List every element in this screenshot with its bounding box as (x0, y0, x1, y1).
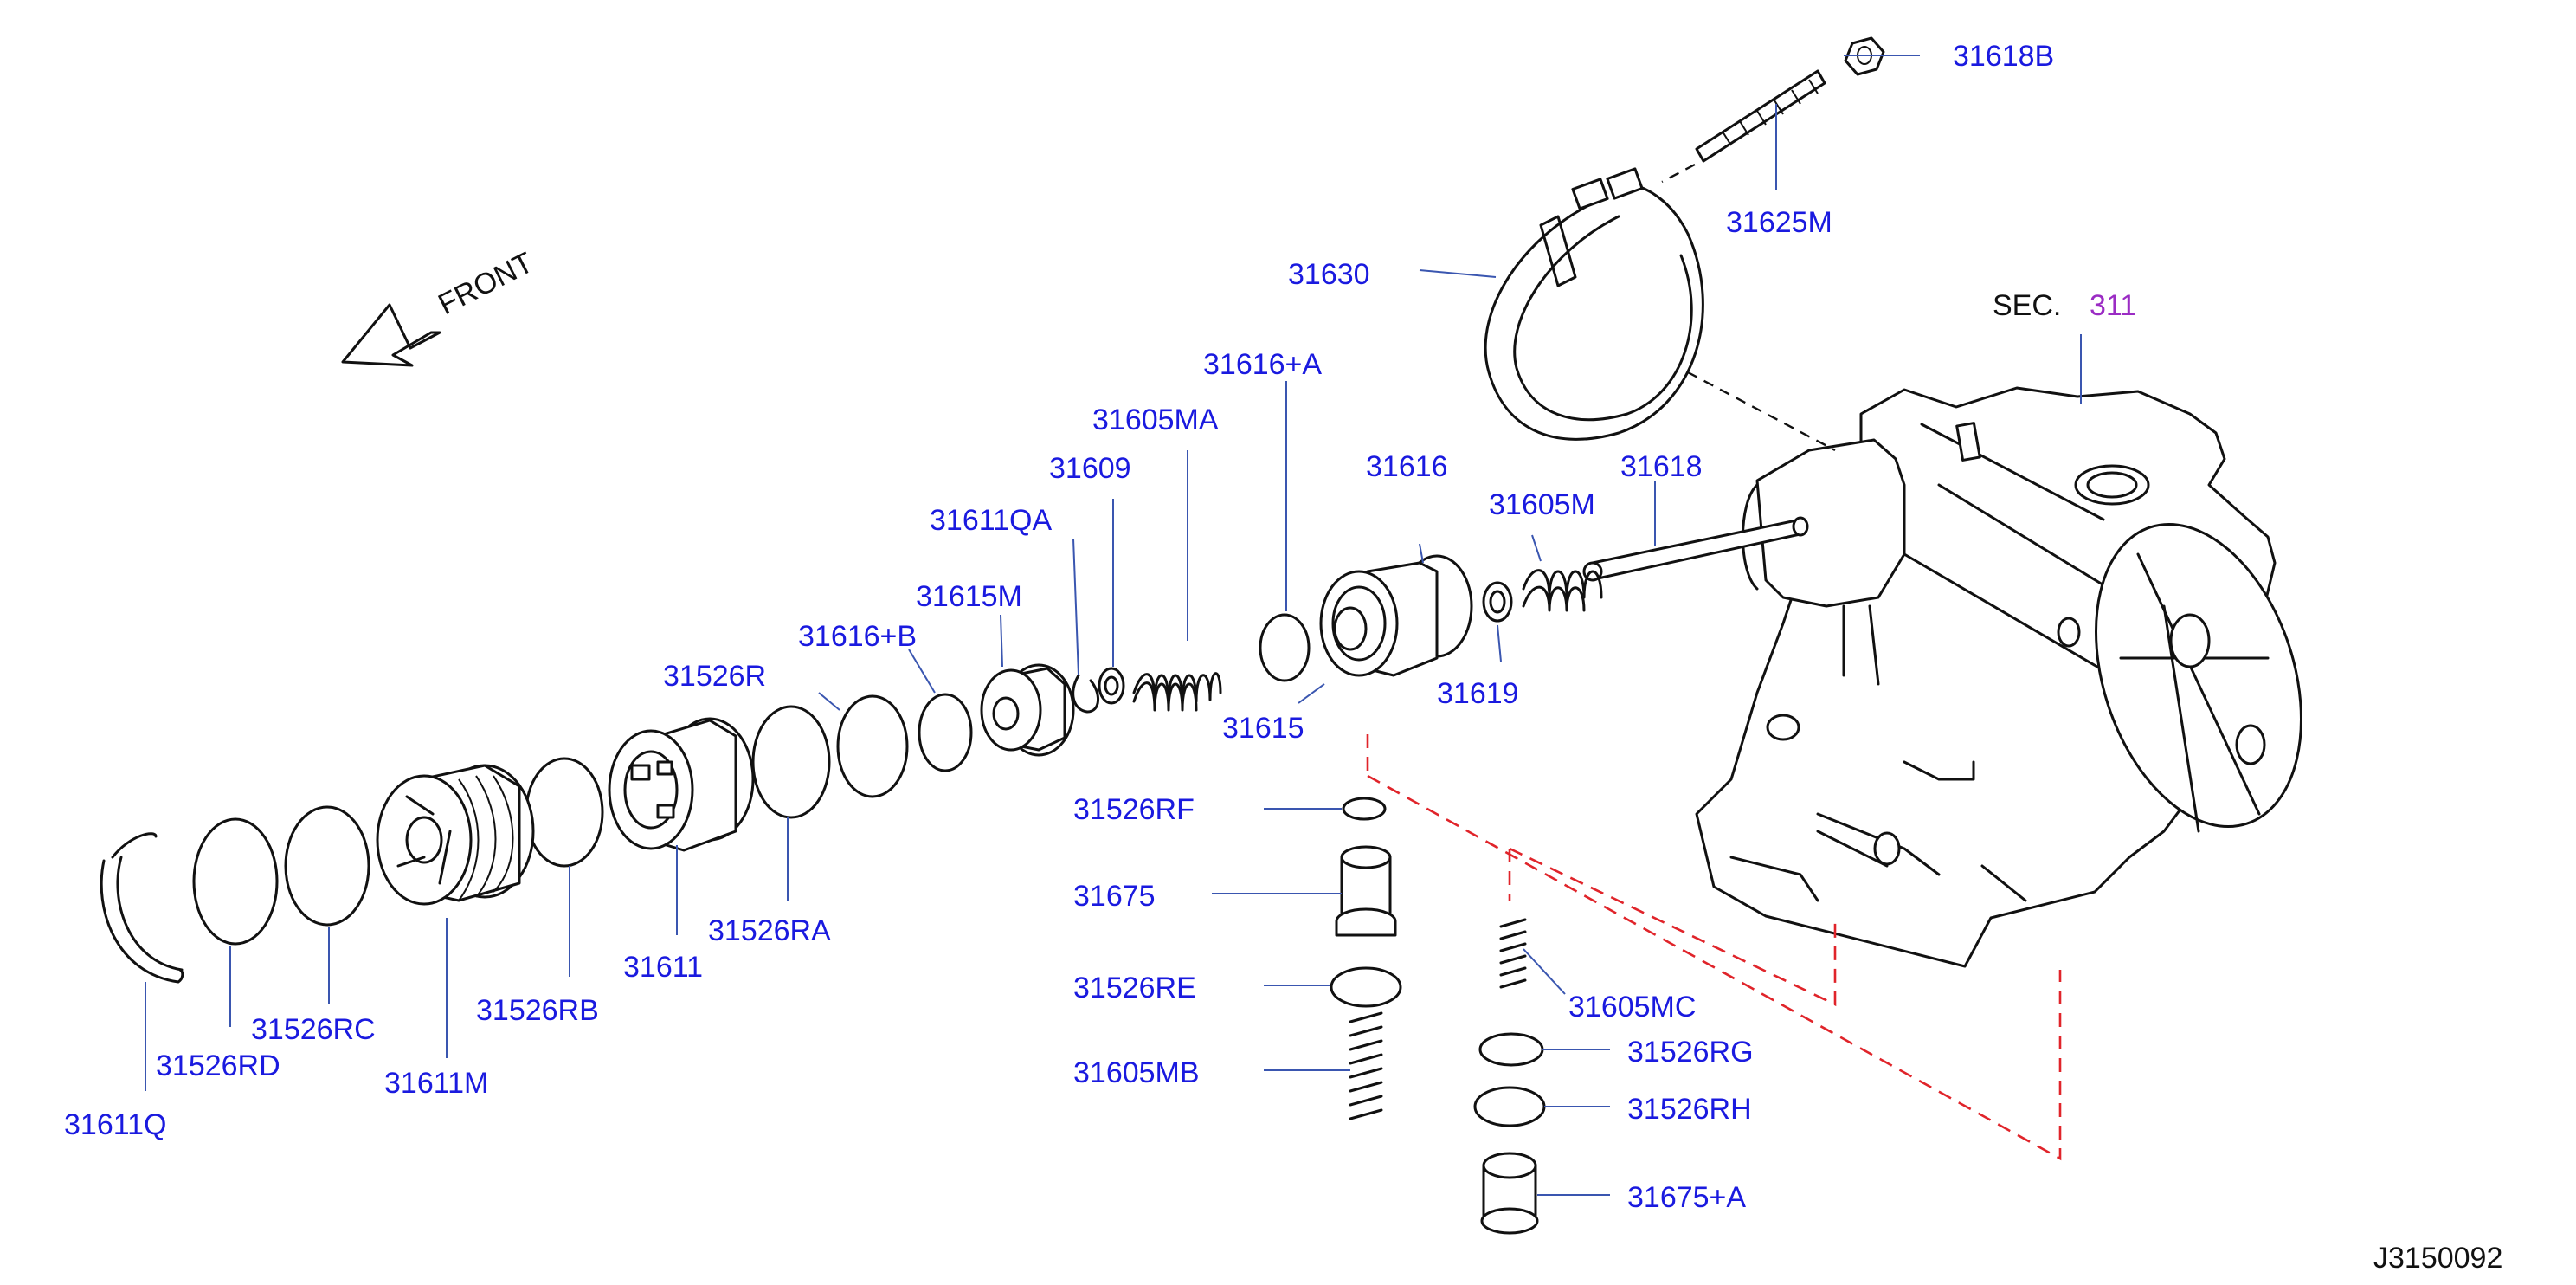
red-guide-lines (1366, 734, 2062, 1161)
callout-31526rh: 31526RH (1627, 1093, 1752, 1126)
callout-31605mc: 31605MC (1568, 991, 1696, 1023)
seal-31526rg (1478, 1032, 1544, 1067)
seal-31526re (1330, 966, 1402, 1008)
callout-31616: 31616 (1366, 450, 1448, 483)
callout-31618: 31618 (1620, 450, 1703, 483)
callout-31526rb: 31526RB (476, 994, 599, 1027)
callout-31615: 31615 (1222, 712, 1304, 745)
sleeve-31675 (1335, 845, 1397, 937)
seal-31526rf (1342, 797, 1387, 821)
callout-31675: 31675 (1073, 880, 1156, 913)
piston-31611 (608, 717, 755, 852)
callout-31615m: 31615M (916, 580, 1022, 613)
ring-31609 (1098, 667, 1125, 705)
callout-31526rf: 31526RF (1073, 793, 1195, 826)
callout-31526rd: 31526RD (156, 1049, 280, 1082)
callout-31618b: 31618B (1953, 40, 2054, 73)
callout-31526rg: 31526RG (1627, 1036, 1754, 1069)
callout-31526ra: 31526RA (708, 914, 831, 947)
front-label: FRONT (433, 246, 538, 321)
callout-31526re: 31526RE (1073, 972, 1196, 1004)
callout-31526rc: 31526RC (251, 1013, 376, 1046)
spring-31605ma (1132, 672, 1222, 712)
callout-31616-a: 31616+A (1203, 348, 1322, 381)
seal-31526rb (525, 757, 604, 868)
seal-31526rd (192, 817, 279, 946)
leader-lines (145, 55, 2082, 1196)
sleeve-31675a (1480, 1152, 1539, 1235)
seal-31616a (1259, 613, 1311, 682)
callout-labels: 31618B 31625M 31630 31616+A 31605MA 3160… (64, 40, 2054, 1214)
seal-31526ra (751, 705, 831, 819)
servo-piston (1319, 554, 1473, 677)
seal-31616b (918, 693, 973, 772)
spring-31605mb (1349, 1011, 1383, 1120)
diagram-code: J3150092 (2373, 1242, 2502, 1275)
callout-31605ma: 31605MA (1092, 404, 1219, 436)
callout-31675-a: 31675+A (1627, 1181, 1746, 1214)
seal-31526rh (1473, 1086, 1546, 1127)
callout-31605mb: 31605MB (1073, 1056, 1200, 1089)
spring-31605m (1522, 569, 1603, 612)
seal-31526r (836, 694, 909, 798)
callout-31611m: 31611M (384, 1067, 488, 1100)
front-arrow-icon (341, 303, 441, 367)
snap-ring-31611qa (1072, 674, 1099, 714)
callout-31526r: 31526R (663, 660, 766, 693)
spring-31605mc (1499, 918, 1527, 989)
snap-ring-31619 (1482, 581, 1513, 623)
callout-31611: 31611 (623, 951, 703, 984)
brake-band (1484, 167, 1704, 441)
callout-31611q: 31611Q (64, 1108, 166, 1141)
anchor-bolt (1695, 69, 1826, 163)
transmission-case (1695, 386, 2302, 968)
section-number-link[interactable]: 311 (2090, 289, 2136, 322)
retainer-31611m (376, 764, 535, 906)
callout-31619: 31619 (1437, 677, 1519, 710)
callout-31625m: 31625M (1726, 206, 1832, 239)
seal-31526rc (284, 805, 370, 927)
snap-ring-31611q (100, 832, 184, 984)
callout-31616-b: 31616+B (798, 620, 917, 653)
callout-31611qa: 31611QA (930, 504, 1052, 537)
piston-31615m (980, 663, 1075, 757)
callout-31630: 31630 (1288, 258, 1370, 291)
section-prefix: SEC. (1993, 289, 2061, 322)
callout-31605m: 31605M (1489, 488, 1595, 521)
callout-31609: 31609 (1049, 452, 1131, 485)
